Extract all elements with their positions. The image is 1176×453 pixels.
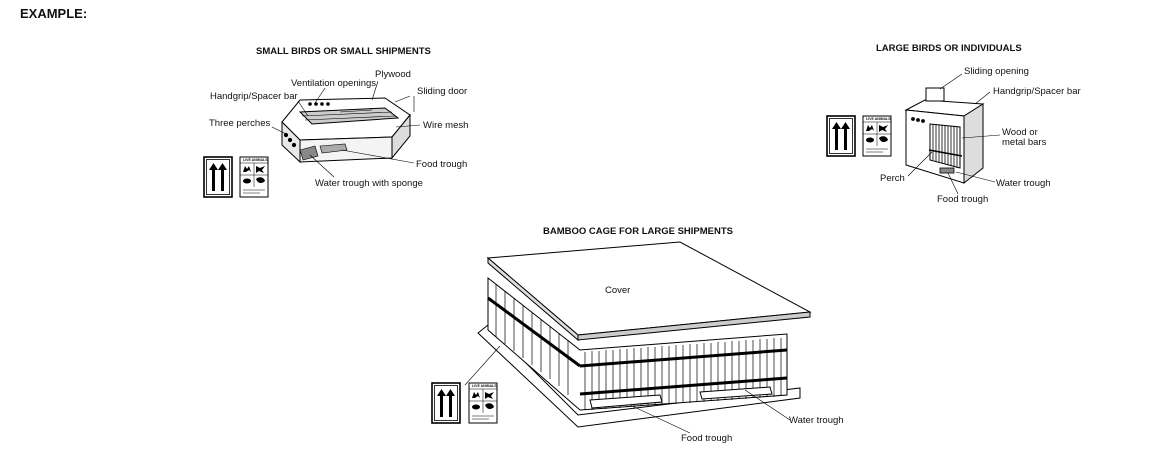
large-crate-leaders	[907, 73, 1001, 195]
small-crate-drawing	[281, 97, 411, 164]
small-crate-leaders	[271, 80, 421, 178]
label-sliding-door: Sliding door	[417, 86, 468, 97]
page-header: EXAMPLE:	[20, 6, 88, 21]
label-food-trough-large: Food trough	[937, 194, 989, 205]
label-water-trough-large: Water trough	[996, 178, 1051, 189]
this-way-up-sign-large	[826, 115, 856, 157]
bamboo-troughs	[589, 386, 773, 409]
label-food-trough-bamboo: Food trough	[681, 433, 733, 444]
bamboo-bars	[495, 284, 782, 410]
label-water-trough-bamboo: Water trough	[789, 415, 844, 426]
label-sliding-opening: Sliding opening	[964, 66, 1029, 77]
label-water-trough-sponge: Water trough with sponge	[315, 178, 423, 189]
bamboo-cage-title: BAMBOO CAGE FOR LARGE SHIPMENTS	[543, 226, 734, 237]
label-ventilation-openings: Ventilation openings	[291, 78, 377, 89]
bamboo-cover	[486, 241, 812, 342]
label-cover: Cover	[605, 285, 631, 296]
live-animals-text-small: LIVE ANIMALS	[243, 158, 268, 162]
live-animals-text-bamboo: LIVE ANIMALS	[472, 384, 497, 388]
bamboo-rails	[487, 296, 788, 396]
live-animals-label-small	[239, 156, 269, 198]
bamboo-cage-drawing	[477, 276, 801, 428]
label-handgrip-large: Handgrip/Spacer bar	[993, 86, 1081, 97]
label-handgrip-small: Handgrip/Spacer bar	[210, 91, 298, 102]
label-bars-line2: metal bars	[1002, 137, 1047, 148]
large-birds-title: LARGE BIRDS OR INDIVIDUALS	[876, 43, 1022, 54]
small-birds-title: SMALL BIRDS OR SMALL SHIPMENTS	[256, 46, 431, 57]
label-three-perches: Three perches	[209, 118, 271, 129]
label-plywood: Plywood	[375, 69, 411, 80]
label-food-trough-small: Food trough	[416, 159, 468, 170]
large-crate-bars	[911, 117, 963, 174]
label-wire-mesh: Wire mesh	[423, 120, 469, 131]
label-perch: Perch	[880, 173, 905, 184]
live-animals-label-bamboo	[468, 382, 498, 424]
label-bars-line1: Wood or	[1002, 127, 1038, 138]
large-crate-drawing	[904, 87, 985, 185]
live-animals-label-large	[862, 115, 892, 157]
bamboo-leaders	[464, 345, 791, 434]
live-animals-text-large: LIVE ANIMALS	[866, 117, 891, 121]
this-way-up-sign-bamboo	[431, 382, 461, 424]
this-way-up-sign-small	[203, 156, 233, 198]
